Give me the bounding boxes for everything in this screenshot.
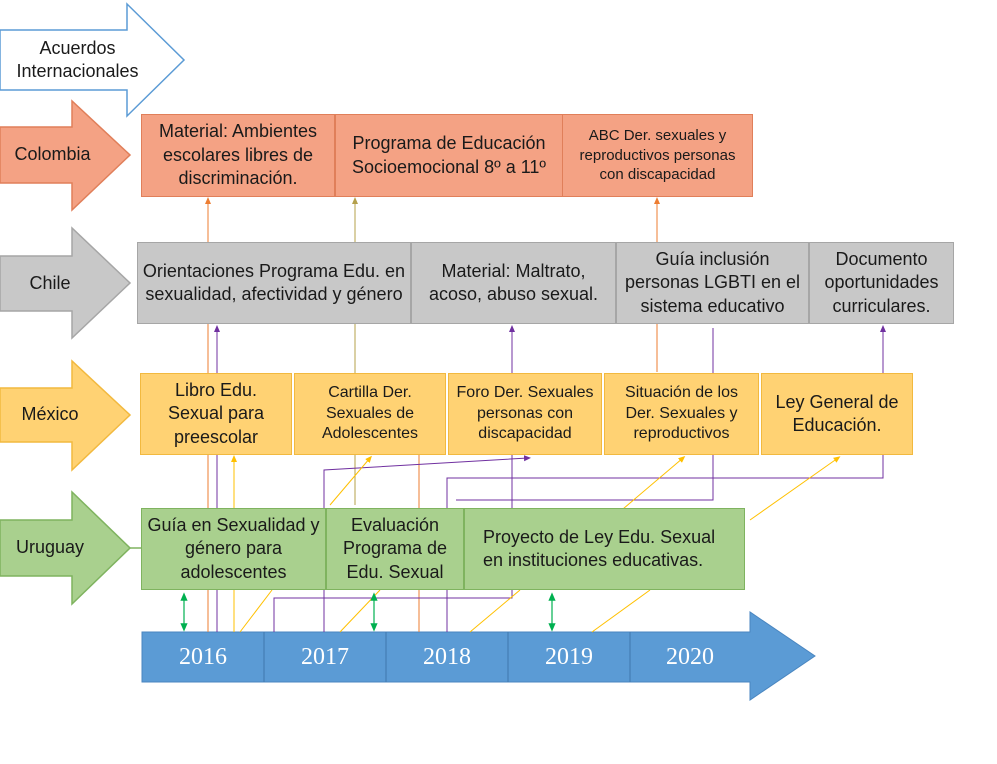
mexico-arrow [0,359,132,472]
colombia-item: Material: Ambientes escolares libres de … [141,114,335,197]
mexico-item: Ley General de Educación. [761,373,913,455]
uruguay-arrow [0,490,132,606]
timeline-year: 2019 [545,643,593,670]
acuerdos-arrow [0,2,186,118]
chile-item: Documento oportunidades curriculares. [809,242,954,324]
colombia-label: Colombia [14,144,91,165]
timeline-year: 2018 [423,643,471,670]
chile-item: Guía inclusión personas LGBTI en el sist… [616,242,809,324]
chile-arrow [0,226,132,340]
uruguay-label: Uruguay [15,537,85,558]
chile-item: Orientaciones Programa Edu. en sexualida… [137,242,411,324]
mexico-item: Situación de los Der. Sexuales y reprodu… [604,373,759,455]
colombia-item: Programa de Educación Socioemocional 8º … [335,114,563,197]
colombia-arrow [0,99,132,212]
uruguay-item: Evaluación Programa de Edu. Sexual [326,508,464,590]
uruguay-item: Guía en Sexualidad y género para adolesc… [141,508,326,590]
timeline-year: 2016 [179,643,227,670]
colombia-item: ABC Der. sexuales y reproductivos person… [562,114,753,197]
uruguay-item: Proyecto de Ley Edu. Sexual en instituci… [464,508,745,590]
timeline-year: 2020 [666,643,714,670]
mexico-item: Cartilla Der. Sexuales de Adolescentes [294,373,446,455]
chile-label: Chile [29,272,71,293]
acuerdos-label: Acuerdos Internacionales [16,37,139,81]
timeline-arrow [141,611,816,701]
mexico-label: México [21,404,79,425]
timeline-year: 2017 [301,643,349,670]
chile-item: Material: Maltrato, acoso, abuso sexual. [411,242,616,324]
mexico-item: Libro Edu. Sexual para preescolar [140,373,292,455]
mexico-item: Foro Der. Sexuales personas con discapac… [448,373,602,455]
